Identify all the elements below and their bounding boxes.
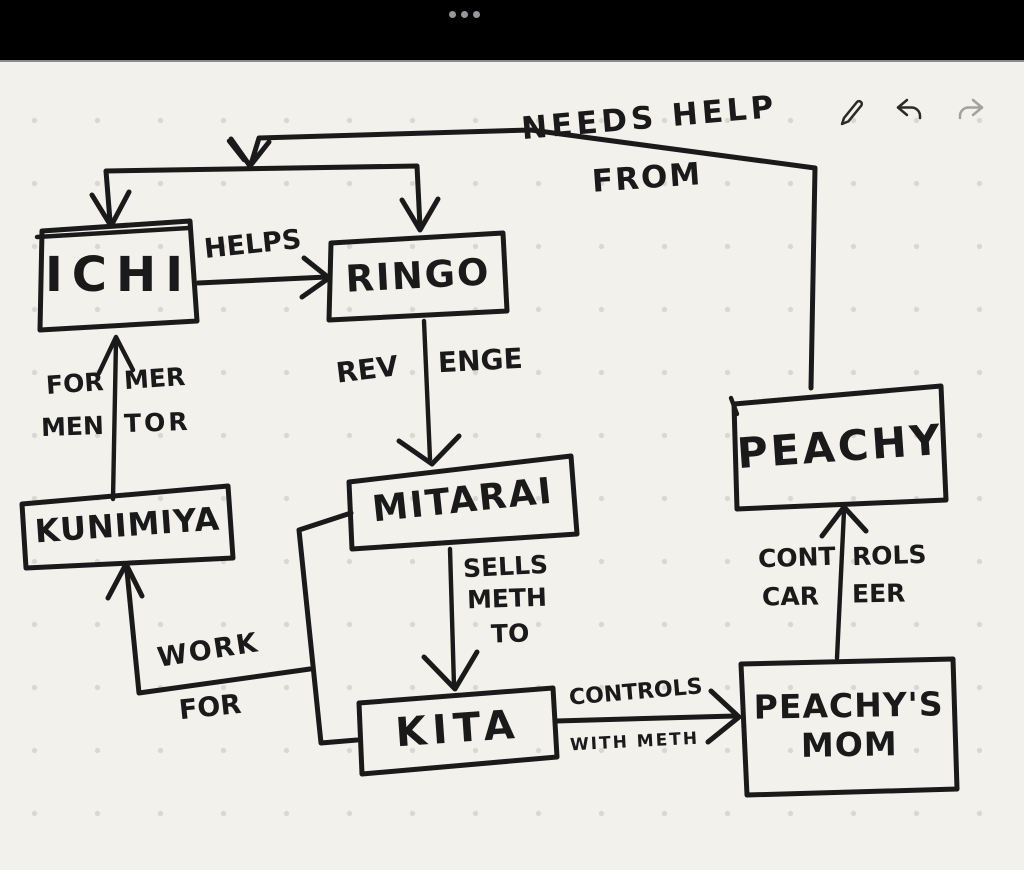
node-kita: KITA xyxy=(393,702,522,757)
peachys-mom-line2: MOM xyxy=(800,724,899,765)
node-ringo: RINGO xyxy=(344,250,492,301)
undo-icon[interactable] xyxy=(896,98,922,120)
node-kunimiya: KUNIMIYA xyxy=(33,499,222,551)
redo-icon[interactable] xyxy=(958,98,984,120)
peachys-mom-line1: PEACHY'S xyxy=(753,684,944,727)
label-former-l2a: MEN xyxy=(40,410,105,443)
label-career-l1b: ROLS xyxy=(851,539,927,572)
pencil-icon[interactable] xyxy=(840,99,864,126)
menu-dots-icon[interactable] xyxy=(449,11,480,18)
label-former-l1a: FOR xyxy=(45,367,105,400)
node-ichi: ICHI xyxy=(44,246,193,303)
label-needs-help-from: FROM xyxy=(590,156,704,200)
label-career-l2a: CAR xyxy=(761,581,820,612)
node-peachys-mom: PEACHY'S MOM xyxy=(740,657,958,795)
label-career-l1a: CONT xyxy=(757,541,837,574)
label-work-for: FOR xyxy=(177,688,243,727)
label-revenge-a: REV xyxy=(334,349,401,390)
label-revenge-b: ENGE xyxy=(437,341,524,380)
label-former-l2b: TOR xyxy=(123,406,192,439)
label-to: TO xyxy=(490,618,530,649)
node-peachy: PEACHY xyxy=(735,414,945,478)
label-meth: METH xyxy=(466,582,548,615)
label-former-l1b: MER xyxy=(123,361,187,396)
label-sells: SELLS xyxy=(462,549,549,584)
window-titlebar xyxy=(0,0,1024,62)
canvas-toolbar xyxy=(840,98,984,126)
label-career-l2b: EER xyxy=(851,578,906,609)
